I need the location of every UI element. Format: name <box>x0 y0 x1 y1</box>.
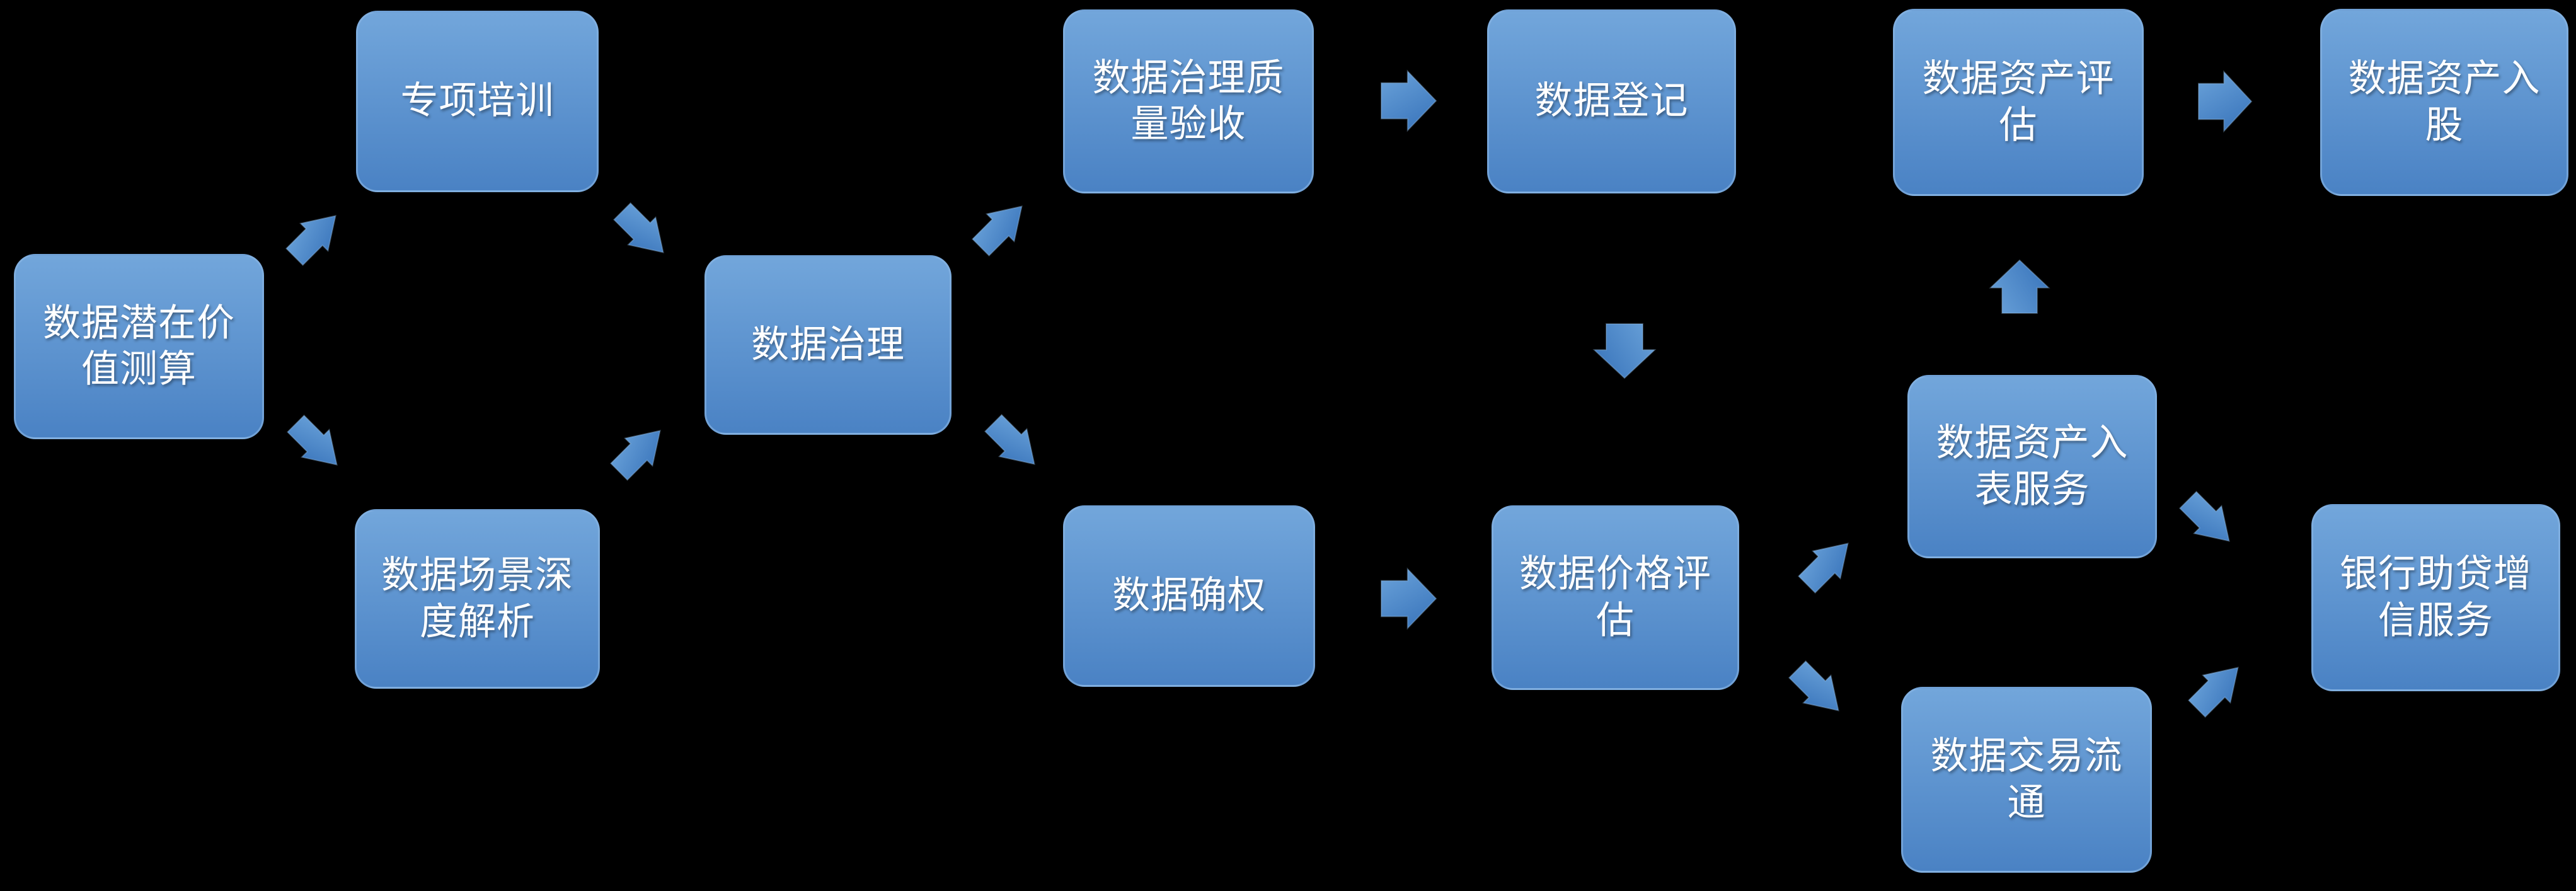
arrow-evaluation-to-investment <box>2199 71 2251 132</box>
flow-node-bank-loan-credit-enhancement: 银行助贷增 信服务 <box>2311 504 2560 691</box>
flow-node-data-potential-value: 数据潜在价 值测算 <box>14 254 264 439</box>
flow-node-data-scenario-deep-analysis: 数据场景深 度解析 <box>355 509 600 689</box>
block-arrow-shape <box>606 417 674 485</box>
block-arrow-shape <box>2199 72 2251 131</box>
flow-node-label: 数据资产评 估 <box>1922 57 2115 147</box>
flow-node-label: 银行助贷增 信服务 <box>2340 552 2532 643</box>
flow-node-data-trading-circulation: 数据交易流 通 <box>1901 687 2152 873</box>
flow-node-data-registration: 数据登记 <box>1487 9 1736 193</box>
arrow-price-to-trading <box>1783 655 1853 725</box>
arrow-rights-to-price <box>1381 568 1436 629</box>
block-arrow-shape <box>2175 486 2243 555</box>
block-arrow-shape <box>967 193 1035 261</box>
flow-node-label: 数据交易流 通 <box>1930 734 2123 825</box>
block-arrow-shape <box>609 198 677 266</box>
flow-node-label: 数据确权 <box>1112 573 1266 618</box>
block-arrow-shape <box>1793 530 1861 598</box>
block-arrow-shape <box>1594 324 1655 378</box>
arrow-price-to-entry-service <box>1793 529 1862 599</box>
flow-node-data-asset-investment: 数据资产入 股 <box>2320 9 2568 196</box>
arrow-scenario-to-governance <box>605 417 674 486</box>
block-arrow-shape <box>1784 656 1852 724</box>
arrow-potential-to-training <box>280 202 350 271</box>
arrow-governance-to-rights <box>979 409 1049 478</box>
arrow-governance-to-acceptance <box>967 192 1036 262</box>
flow-node-label: 数据登记 <box>1534 79 1689 124</box>
flow-node-label: 数据价格评 估 <box>1519 552 1711 643</box>
arrow-training-to-governance <box>608 197 677 267</box>
flow-node-governance-quality-acceptance: 数据治理质 量验收 <box>1063 9 1314 193</box>
block-arrow-shape <box>281 202 349 270</box>
flow-node-label: 数据治理质 量验收 <box>1092 55 1285 146</box>
flow-node-label: 数据资产入 表服务 <box>1936 421 2129 512</box>
arrow-acceptance-to-registration <box>1381 70 1436 132</box>
arrow-registration-to-price <box>1593 324 1656 378</box>
arrow-trading-to-bank <box>2183 653 2252 723</box>
flow-node-label: 专项培训 <box>400 79 555 124</box>
block-arrow-shape <box>1381 569 1436 628</box>
flow-node-data-rights-confirmation: 数据确权 <box>1063 505 1315 687</box>
flow-node-label: 数据潜在价 值测算 <box>43 301 235 391</box>
block-arrow-shape <box>1381 71 1436 130</box>
flow-node-label: 数据资产入 股 <box>2348 57 2541 147</box>
flow-node-data-governance: 数据治理 <box>704 255 952 435</box>
arrow-entry-to-bank <box>2174 486 2243 555</box>
flow-node-label: 数据场景深 度解析 <box>381 553 573 644</box>
flow-node-data-asset-evaluation: 数据资产评 估 <box>1893 9 2144 196</box>
block-arrow-shape <box>980 410 1048 478</box>
block-arrow-shape <box>2183 654 2251 722</box>
flow-node-special-training: 专项培训 <box>356 11 599 192</box>
arrow-entry-to-asset-evaluation <box>1989 260 2050 313</box>
block-arrow-shape <box>1991 260 2049 313</box>
flow-node-data-asset-entry-service: 数据资产入 表服务 <box>1907 375 2157 558</box>
flow-node-data-price-evaluation: 数据价格评 估 <box>1492 505 1739 690</box>
block-arrow-shape <box>282 410 350 478</box>
flow-node-label: 数据治理 <box>751 322 905 367</box>
arrow-potential-to-scenario <box>282 410 351 479</box>
